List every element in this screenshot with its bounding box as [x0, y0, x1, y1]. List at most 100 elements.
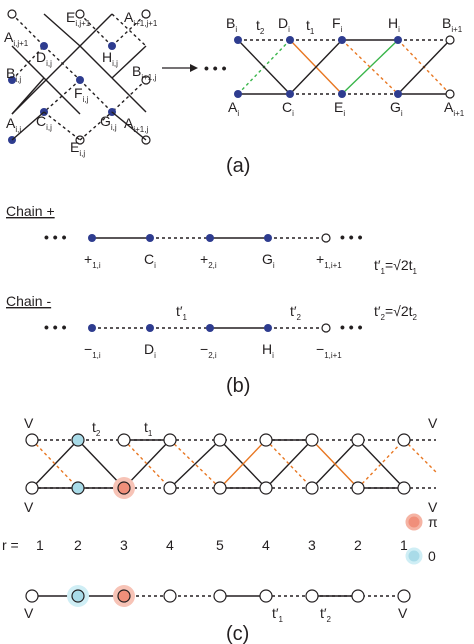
site-H	[108, 42, 116, 50]
chain-c-site-7	[351, 589, 365, 603]
ladder-label-bottom-4: Ai+1	[444, 99, 465, 118]
panel-a-ladder	[237, 39, 451, 95]
site-F	[76, 76, 84, 84]
label-D: Di,j	[36, 49, 52, 68]
chain-plus-dots-left: • • •	[44, 229, 67, 245]
label-B-right: Bi+1,j	[132, 63, 156, 82]
ladder-c-bottom-site-8	[397, 481, 411, 495]
panel-c-label: (c)	[226, 623, 249, 644]
chain-plus-title: Chain +	[6, 203, 55, 219]
ladder-c-bottom-site-0	[25, 481, 39, 495]
ladder-c-bottom-site-7	[351, 481, 365, 495]
chain-plus-node-4: +1,i+1	[316, 251, 342, 270]
ladder-site-A	[234, 90, 242, 98]
r-value-2: 3	[120, 537, 128, 553]
equation-t2: t′2=√2t2	[374, 303, 418, 322]
ladder-c-top-site-7	[351, 433, 365, 447]
chain-plus-node-2: +2,i	[200, 251, 217, 270]
chain-c-site-3	[163, 589, 177, 603]
ladder-label-bottom-2: Ei	[334, 99, 345, 118]
ladder-c-top-site-5	[259, 433, 273, 447]
chain-minus: • • • • • • −1,i Di −2,i Hi −1,i+1 t′1 t…	[44, 303, 363, 360]
ladder-label-top-4: Bi+1	[442, 15, 463, 34]
ladder-label-bottom-1: Ci	[282, 99, 294, 118]
ladder-c-top-site-0	[25, 433, 39, 447]
chain-minus-node-1: Di	[144, 341, 156, 360]
panel-a-lower-bonds	[11, 111, 147, 141]
legend-zero-swatch	[405, 547, 423, 565]
r-value-7: 2	[354, 537, 362, 553]
label-B-left: Bi,j	[6, 65, 21, 84]
ladder-site-H	[394, 36, 402, 44]
label-G: Gi,j	[100, 113, 117, 132]
chain-c-site-6	[305, 589, 319, 603]
v-label-bottom-left: V	[24, 499, 34, 515]
chain-v-left: V	[24, 605, 34, 621]
label-A-topright: Ai+1,j+1	[124, 9, 158, 28]
chain-plus: • • • • • • +1,i Ci +2,i Gi +1,i+1	[44, 229, 363, 270]
ladder-t1-label: t1	[306, 17, 315, 36]
ladder-c-bottom-site-6	[305, 481, 319, 495]
ladder-c-top-site-4	[213, 433, 227, 447]
chain-minus-node-2: −2,i	[200, 341, 217, 360]
v-label-top-left: V	[24, 415, 34, 431]
chain-minus-node-0: −1,i	[84, 341, 101, 360]
panel-c-labels: V V V V t2 t1	[24, 415, 438, 515]
ladder-c-top-site-2	[117, 433, 131, 447]
arrow-icon	[162, 64, 198, 72]
r-value-3: 4	[166, 537, 174, 553]
label-E-bottom: Ei,j	[70, 139, 85, 158]
r-value-0: 1	[36, 537, 44, 553]
panel-b-equations: t′1=√2t1 t′2=√2t2	[374, 257, 418, 322]
legend: π 0	[405, 513, 438, 565]
chain-minus-dots-left: • • •	[44, 319, 67, 335]
chain-t1prime: t′1	[272, 605, 284, 624]
ladder-c-bottom-site-3	[163, 481, 177, 495]
r-value-1: 2	[74, 537, 82, 553]
site-B-left	[8, 76, 16, 84]
panel-b-label: (b)	[226, 375, 250, 397]
chain-minus-node-4: −1,i+1	[316, 341, 342, 360]
ladder-c-bottom-site-1	[71, 481, 85, 495]
chain-minus-t2prime: t′2	[290, 303, 302, 322]
chain-t2prime: t′2	[320, 605, 332, 624]
site-E-top	[75, 9, 85, 19]
ladder-label-bottom-3: Gi	[390, 99, 403, 118]
label-A-bottomright: Ai+1,j	[124, 115, 148, 134]
label-F: Fi,j	[74, 85, 89, 104]
legend-zero-label: 0	[428, 548, 436, 564]
chain-plus-node-3: Gi	[262, 251, 275, 270]
panel-a-lattice	[11, 13, 147, 115]
panel-a-ladder-labels: Bi Di Fi Hi Bi+1 Ai Ci Ei Gi Ai+1 t2 t1	[226, 15, 465, 118]
chain-c-site-5	[259, 589, 273, 603]
chain-v-right: V	[398, 605, 408, 621]
equation-t1: t′1=√2t1	[374, 257, 418, 276]
chain-minus-node-3: Hi	[262, 341, 274, 360]
ladder-label-top-3: Hi	[388, 15, 400, 34]
ladder-site-A-next	[445, 89, 455, 99]
ladder-label-top-1: Di	[278, 15, 290, 34]
site-B-right	[141, 75, 151, 85]
r-label: r =	[2, 537, 19, 553]
site-A-topright	[141, 9, 151, 19]
chain-plus-node-0: +1,i	[84, 251, 101, 270]
chain-c-site-0	[25, 589, 39, 603]
chain-c-site-8	[397, 589, 411, 603]
chain-c-site-4	[213, 589, 227, 603]
ladder-site-B	[234, 36, 242, 44]
label-A-bottom: Ai,j	[6, 115, 21, 134]
panel-c-chain: V V t′1 t′2	[24, 585, 411, 624]
legend-pi-label: π	[428, 514, 438, 530]
ladder-label-top-2: Fi	[332, 15, 343, 34]
chain-minus-title: Chain -	[6, 293, 51, 309]
panel-a-ladder-sites	[234, 35, 455, 99]
panel-c-sites	[25, 433, 411, 499]
ladder-c-bottom-site-2	[117, 481, 131, 495]
panel-a-label: (a)	[226, 155, 250, 177]
site-D	[40, 42, 48, 50]
label-C: Ci,j	[36, 113, 52, 132]
ladder-site-C	[286, 90, 294, 98]
label-E-top: Ei,j+1	[66, 9, 91, 28]
